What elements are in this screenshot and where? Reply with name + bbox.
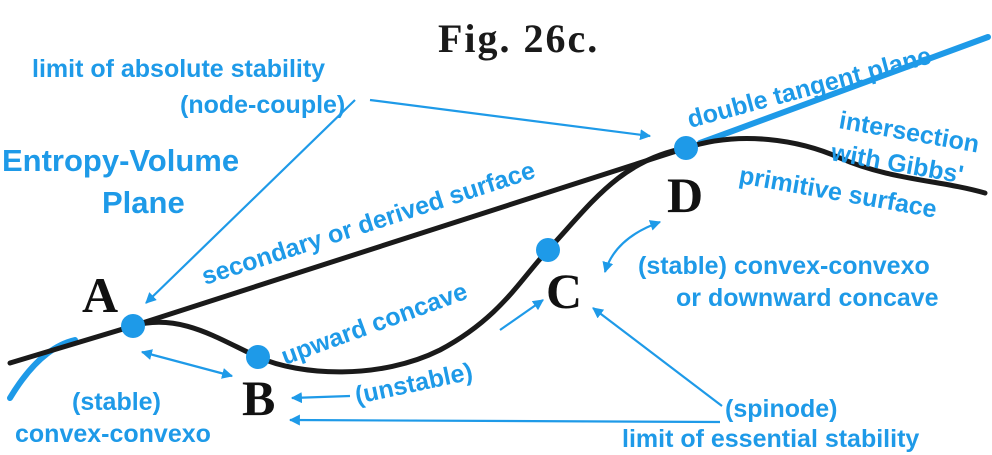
secondary-surface-label: secondary or derived surface	[198, 156, 538, 290]
point-c-dot	[536, 238, 560, 262]
point-a-label: A	[82, 267, 118, 323]
stable-convex-label-line1: (stable) convex-convexo	[638, 252, 930, 280]
arrow-spinode-to-c	[592, 307, 723, 407]
limit-absolute-label-line2: (node-couple)	[180, 91, 345, 119]
limit-absolute-label-line1: limit of absolute stability	[32, 55, 325, 83]
plane-title-line1: Entropy-Volume	[2, 143, 239, 178]
double-tangent-line	[697, 34, 991, 146]
plane-title-line2: Plane	[102, 185, 185, 220]
point-a-dot	[121, 314, 145, 338]
point-d-dot	[674, 136, 698, 160]
point-d-label: D	[667, 167, 703, 223]
tangent-line-left	[7, 337, 78, 401]
stable-left-label-line1: (stable)	[72, 388, 161, 416]
upward-concave-label: upward concave	[277, 277, 471, 370]
figure-title: Fig. 26c.	[438, 16, 599, 61]
arrow-node-couple-to-a	[145, 99, 356, 304]
arrow-stable-left-double	[140, 349, 234, 379]
stable-left-label-line2: convex-convexo	[15, 420, 211, 448]
point-c-label: C	[546, 263, 582, 319]
secondary-surface-line	[130, 145, 689, 329]
spinode-label-line1: (spinode)	[725, 395, 838, 423]
arrow-unstable-to-b	[290, 392, 351, 404]
spinode-label-line2: limit of essential stability	[622, 425, 919, 453]
arrow-unstable-to-c	[499, 299, 544, 331]
stable-convex-label-line2: or downward concave	[676, 284, 939, 312]
arrow-node-couple-to-d	[369, 98, 652, 141]
point-b-label: B	[242, 370, 275, 426]
unstable-label: (unstable)	[352, 358, 475, 410]
arrow-essential-to-b	[288, 414, 721, 426]
point-b-dot	[246, 345, 270, 369]
primitive-surface-curve	[7, 136, 988, 375]
arrow-stable-cc-double	[602, 220, 662, 274]
